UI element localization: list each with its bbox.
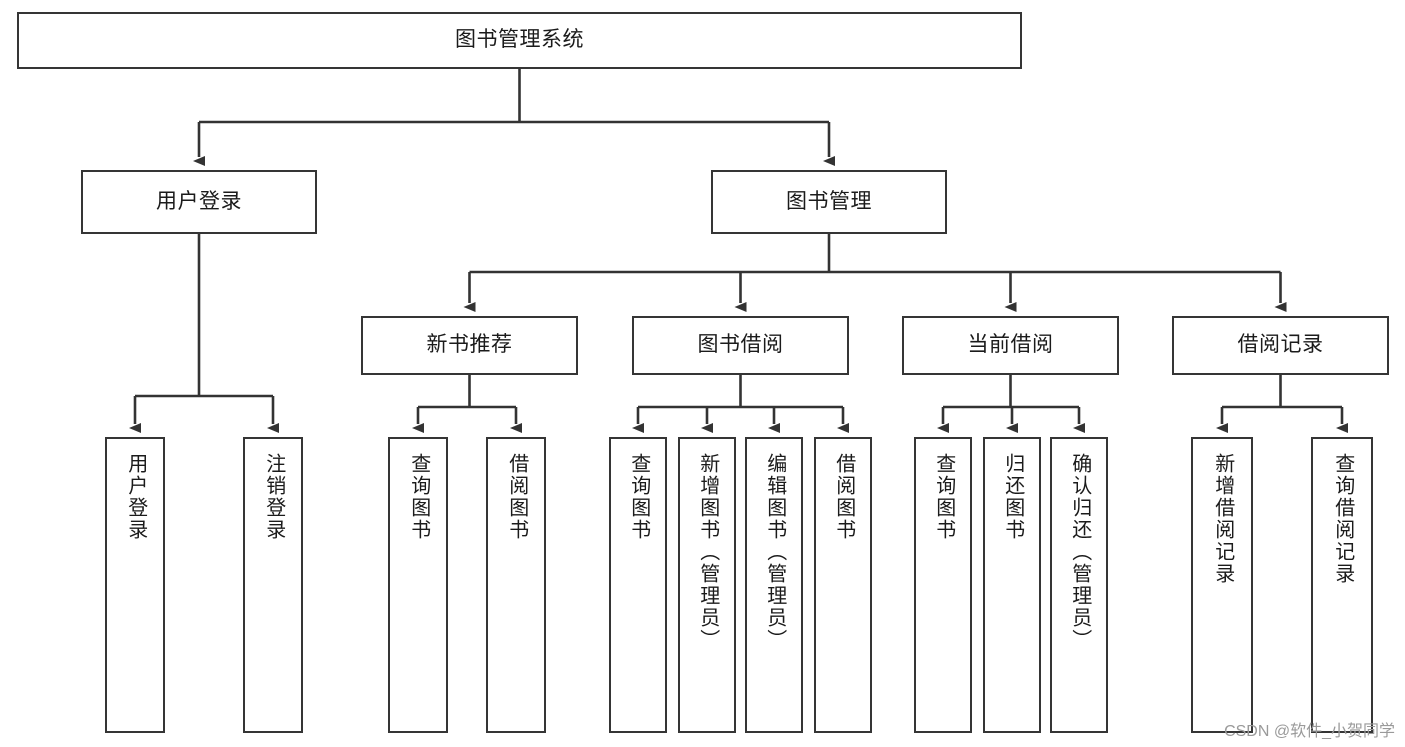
leaf-user-login[interactable]: 用户登录 [105,437,165,733]
leaf-query-book-3-label: 查询图书 [932,453,955,541]
leaf-user-login-label: 用户登录 [124,453,147,541]
node-root-label: 图书管理系统 [455,28,584,52]
leaf-query-book-1-label: 查询图书 [407,453,430,541]
leaf-query-borrow-record[interactable]: 查询借阅记录 [1311,437,1373,733]
leaf-query-book-2-label: 查询图书 [627,453,650,541]
node-book-borrow-label: 图书借阅 [697,333,784,357]
leaf-add-borrow-record[interactable]: 新增借阅记录 [1191,437,1253,733]
node-new-book-recommend[interactable]: 新书推荐 [361,316,578,375]
leaf-query-book-1[interactable]: 查询图书 [388,437,448,733]
leaf-edit-book-admin[interactable]: 编辑图书（管理员） [745,437,803,733]
node-root[interactable]: 图书管理系统 [17,12,1022,69]
leaf-add-borrow-record-label: 新增借阅记录 [1211,453,1234,585]
leaf-borrow-book-1-label: 借阅图书 [505,453,528,541]
leaf-query-borrow-record-label: 查询借阅记录 [1331,453,1354,585]
leaf-return-book[interactable]: 归还图书 [983,437,1041,733]
leaf-add-book-admin-label: 新增图书（管理员） [696,453,719,651]
leaf-query-book-2[interactable]: 查询图书 [609,437,667,733]
node-book-borrow[interactable]: 图书借阅 [632,316,849,375]
node-book-manage-label: 图书管理 [786,189,872,213]
leaf-return-book-label: 归还图书 [1001,453,1024,541]
node-current-borrow[interactable]: 当前借阅 [902,316,1119,375]
node-user-login[interactable]: 用户登录 [81,170,317,234]
leaf-edit-book-admin-label: 编辑图书（管理员） [763,453,786,651]
node-current-borrow-label: 当前借阅 [967,333,1054,357]
leaf-borrow-book-1[interactable]: 借阅图书 [486,437,546,733]
leaf-borrow-book-2[interactable]: 借阅图书 [814,437,872,733]
leaf-confirm-return-admin[interactable]: 确认归还（管理员） [1050,437,1108,733]
node-book-manage[interactable]: 图书管理 [711,170,947,234]
node-new-book-recommend-label: 新书推荐 [426,333,513,357]
node-borrow-record[interactable]: 借阅记录 [1172,316,1389,375]
leaf-add-book-admin[interactable]: 新增图书（管理员） [678,437,736,733]
node-borrow-record-label: 借阅记录 [1237,333,1324,357]
leaf-logout-label: 注销登录 [262,453,285,541]
leaf-logout[interactable]: 注销登录 [243,437,303,733]
watermark: CSDN @软件_小贺同学 [1224,723,1395,740]
leaf-confirm-return-admin-label: 确认归还（管理员） [1068,453,1091,651]
node-user-login-label: 用户登录 [156,189,242,213]
leaf-borrow-book-2-label: 借阅图书 [832,453,855,541]
leaf-query-book-3[interactable]: 查询图书 [914,437,972,733]
